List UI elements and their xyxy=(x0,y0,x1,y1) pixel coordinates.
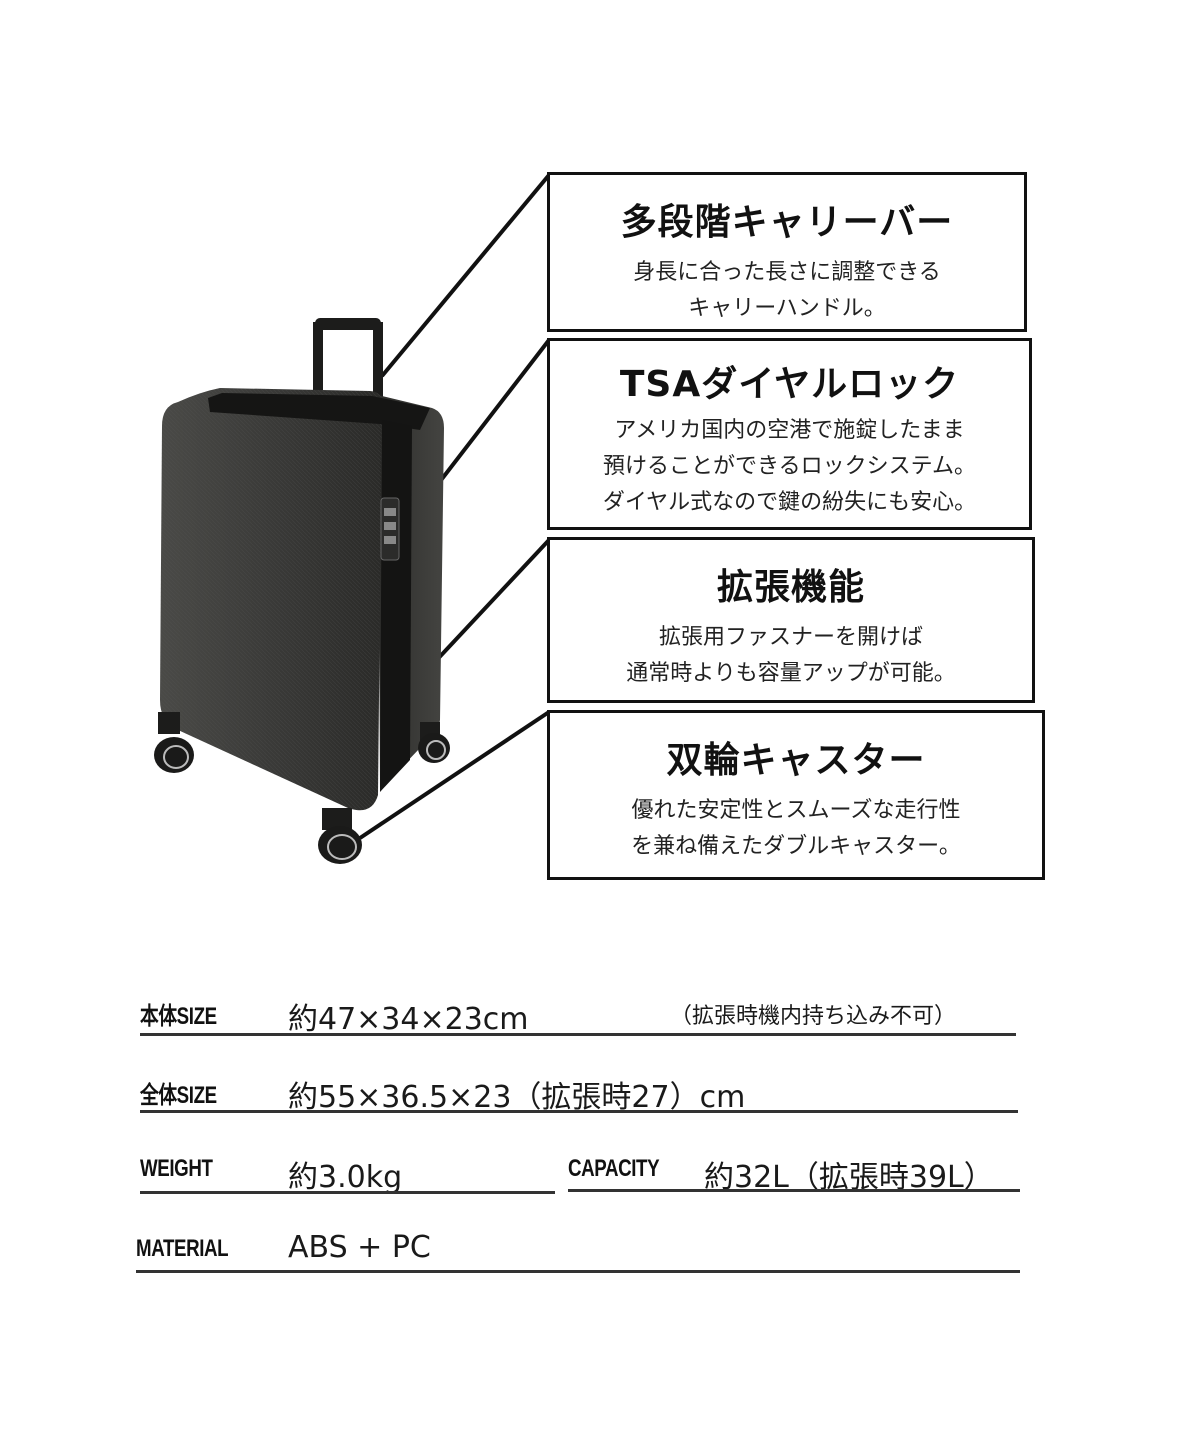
suitcase-top-band xyxy=(208,393,430,430)
spec-label-weight: WEIGHT xyxy=(140,1155,213,1182)
feature-desc: 拡張用ファスナーを開けば 通常時よりも容量アップが可能。 xyxy=(626,625,956,686)
feature-expansion: 拡張機能 拡張用ファスナーを開けば 通常時よりも容量アップが可能。 xyxy=(547,537,1035,703)
feature-title: TSAダイヤルロック xyxy=(619,364,960,405)
spec-label-material: MATERIAL xyxy=(136,1235,229,1262)
feature-tsa-lock: TSAダイヤルロック アメリカ国内の空港で施錠したまま 預けることができるロック… xyxy=(547,338,1032,530)
feature-title: 双輪キャスター xyxy=(666,740,926,781)
spec-divider xyxy=(136,1270,1020,1273)
spec-divider xyxy=(140,1033,1016,1036)
suitcase-illustration xyxy=(154,173,551,864)
spec-value-weight: 約3.0kg xyxy=(288,1160,403,1195)
feature-desc: アメリカ国内の空港で施錠したまま 預けることができるロックシステム。 ダイヤル式… xyxy=(602,418,977,515)
spec-divider xyxy=(568,1189,1020,1192)
spec-value-total-size: 約55×36.5×23（拡張時27）cm xyxy=(288,1080,746,1115)
spec-value-body-size: 約47×34×23cm xyxy=(288,1002,529,1037)
feature-carry-bar: 多段階キャリーバー 身長に合った長さに調整できる キャリーハンドル。 xyxy=(547,172,1027,332)
feature-desc: 身長に合った長さに調整できる キャリーハンドル。 xyxy=(633,260,941,321)
spec-note-body-size: （拡張時機内持ち込み不可） xyxy=(670,1004,957,1029)
double-caster-wheels xyxy=(154,712,450,864)
spec-divider xyxy=(140,1110,1018,1113)
spec-value-material: ABS + PC xyxy=(288,1230,431,1265)
expansion-zipper-band xyxy=(380,420,412,792)
feature-title: 拡張機能 xyxy=(716,567,865,608)
spec-label-body-size: 本体SIZE xyxy=(140,1003,217,1030)
spec-label-total-size: 全体SIZE xyxy=(140,1082,217,1109)
feature-desc: 優れた安定性とスムーズな走行性 を兼ね備えたダブルキャスター。 xyxy=(631,798,961,859)
spec-divider xyxy=(140,1191,555,1194)
spec-label-capacity: CAPACITY xyxy=(568,1155,660,1182)
feature-title: 多段階キャリーバー xyxy=(620,202,954,243)
feature-double-caster: 双輪キャスター 優れた安定性とスムーズな走行性 を兼ね備えたダブルキャスター。 xyxy=(547,710,1045,880)
carry-bar-handle xyxy=(313,318,383,404)
